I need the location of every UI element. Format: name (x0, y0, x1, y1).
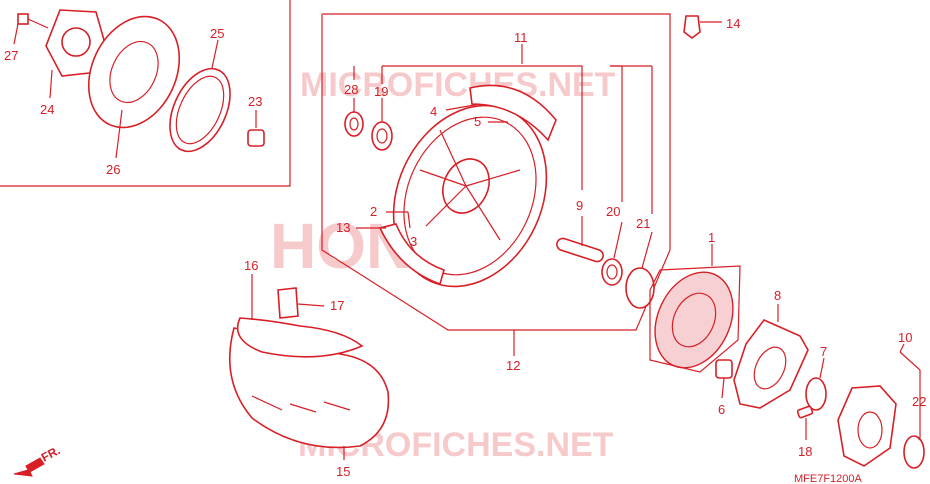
callout-6: 6 (718, 402, 725, 417)
callout-16: 16 (244, 258, 258, 273)
part-17-rim-band[interactable] (277, 287, 299, 319)
part-28-oil-seal[interactable] (344, 111, 364, 137)
part-15-tire[interactable] (228, 327, 390, 449)
part-27-bolt[interactable] (17, 13, 49, 29)
part-24-hub-flange[interactable] (45, 9, 105, 77)
part-21-o-ring[interactable] (625, 267, 655, 309)
watermark-top: MICROFICHES.NET (300, 66, 616, 104)
callout-8: 8 (774, 288, 781, 303)
callout-12: 12 (506, 358, 520, 373)
callout-14: 14 (726, 16, 740, 31)
callout-13: 13 (336, 220, 350, 235)
callout-10: 10 (898, 330, 912, 345)
callout-27: 27 (4, 48, 18, 63)
callout-26: 26 (106, 162, 120, 177)
callout-21: 21 (636, 216, 650, 231)
callout-19: 19 (374, 84, 388, 99)
part-19-bearing[interactable] (371, 121, 393, 151)
part-4-rim-strip[interactable] (469, 84, 557, 142)
front-direction-arrow-icon (13, 457, 45, 477)
callout-3: 3 (410, 234, 417, 249)
part-9-distance-collar[interactable] (555, 237, 604, 263)
part-26-brake-disc[interactable] (71, 2, 196, 143)
callout-2: 2 (370, 204, 377, 219)
part-6-collar[interactable] (715, 359, 733, 379)
callout-15: 15 (336, 464, 350, 479)
diagram-code: MFE7F1200A (794, 473, 863, 484)
callout-23: 23 (248, 94, 262, 109)
callout-18: 18 (798, 444, 812, 459)
flange-group-bracket (899, 351, 921, 440)
wheel-assembly-frame (321, 13, 671, 331)
callout-7: 7 (820, 344, 827, 359)
callout-20: 20 (606, 204, 620, 219)
part-10-final-driven-flange[interactable] (837, 385, 897, 467)
callout-28: 28 (344, 82, 358, 97)
callout-9: 9 (576, 198, 583, 213)
part-13-rim-band[interactable] (378, 223, 445, 286)
part-14-valve-cap[interactable] (683, 15, 701, 39)
callout-4: 4 (430, 104, 437, 119)
part-20-bearing[interactable] (601, 258, 623, 286)
part-7-o-ring[interactable] (805, 377, 827, 411)
part-23-collar[interactable] (247, 129, 265, 147)
damper-group-frame (649, 265, 741, 373)
callout-25: 25 (210, 26, 224, 41)
brake-disc-inset-frame (0, 0, 291, 187)
part-8-driven-sprocket[interactable] (733, 319, 809, 409)
part-16-tube[interactable] (236, 317, 364, 358)
callout-17: 17 (330, 298, 344, 313)
callout-24: 24 (40, 102, 54, 117)
part-18-bolt[interactable] (796, 405, 814, 419)
part-22-o-ring[interactable] (903, 435, 925, 469)
callout-22: 22 (912, 394, 926, 409)
callout-5: 5 (474, 114, 481, 129)
leader-lines (13, 21, 921, 460)
callout-11: 11 (514, 30, 528, 45)
part-25-disc-ring[interactable] (158, 59, 242, 161)
callout-1: 1 (708, 230, 715, 245)
